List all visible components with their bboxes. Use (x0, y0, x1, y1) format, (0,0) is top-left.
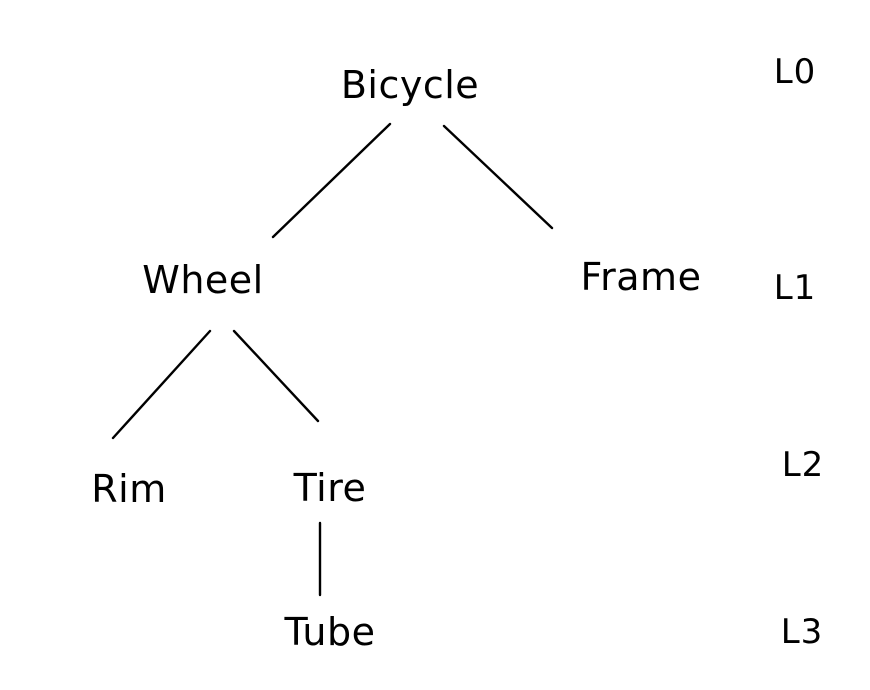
level-label-l1: L1 (773, 268, 817, 308)
node-wheel[interactable]: Wheel (142, 258, 264, 302)
level-label-l0: L0 (773, 52, 817, 92)
node-bicycle[interactable]: Bicycle (340, 63, 480, 107)
node-rim[interactable]: Rim (91, 467, 167, 511)
edge-bicycle-to-frame (442, 124, 554, 230)
level-label-l2: L2 (781, 445, 825, 485)
edge-wheel-to-tire (232, 329, 320, 423)
node-tire[interactable]: Tire (293, 466, 367, 510)
level-label-l3: L3 (780, 612, 824, 652)
edge-bicycle-to-wheel (271, 122, 392, 239)
node-tube[interactable]: Tube (284, 610, 376, 654)
node-frame[interactable]: Frame (580, 255, 702, 299)
edge-wheel-to-rim (111, 329, 212, 440)
